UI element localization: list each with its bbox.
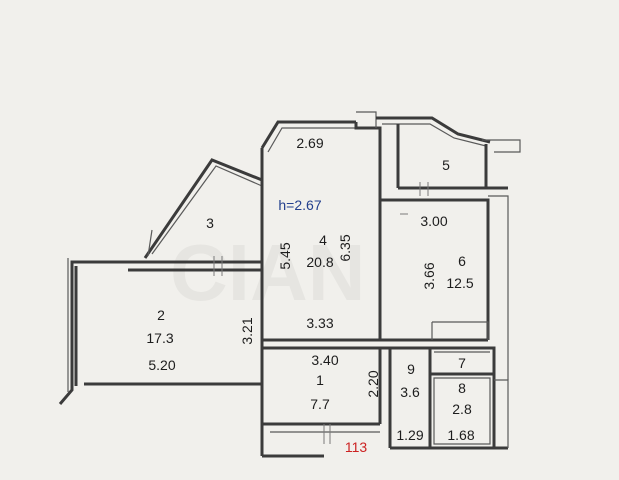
room-1-area: 7.7 [310, 396, 330, 412]
room-1-number: 1 [316, 372, 324, 388]
dim-room4-right: 6.35 [337, 234, 353, 261]
apartment-number: 113 [345, 439, 368, 455]
room-4-number: 4 [319, 232, 327, 248]
room-3-number: 3 [206, 215, 214, 231]
room-4-walls [260, 111, 390, 456]
room-6-number: 6 [458, 253, 466, 269]
dim-room2-bottom: 5.20 [148, 357, 175, 373]
room-3-walls [143, 158, 263, 259]
room-6-area: 12.5 [446, 275, 473, 291]
ceiling-height: h=2.67 [278, 197, 321, 213]
room-8-number: 8 [458, 380, 466, 396]
dim-room4-bottom: 3.33 [306, 315, 333, 331]
dim-room6-left: 3.66 [421, 262, 437, 289]
dim-room6-top: 3.00 [420, 213, 447, 229]
room-6-walls [380, 195, 509, 380]
bathroom-walls [388, 346, 509, 450]
room-9-number: 9 [407, 361, 415, 377]
dim-room1-right: 2.20 [365, 370, 381, 397]
room-1-walls [262, 348, 382, 458]
dim-room8-bottom: 1.68 [447, 427, 474, 443]
dim-room1-top: 3.40 [311, 352, 338, 368]
dim-room9-bottom: 1.29 [396, 427, 423, 443]
room-9-area: 3.6 [400, 384, 420, 400]
room-5-number: 5 [442, 157, 450, 173]
watermark: CIAN [170, 228, 366, 317]
room-7-number: 7 [458, 355, 466, 371]
room-2-number: 2 [157, 307, 165, 323]
room-2-walls [58, 256, 262, 405]
room-4-area: 20.8 [306, 254, 333, 270]
dim-top-room4: 2.69 [296, 135, 323, 151]
room-2-area: 17.3 [146, 330, 173, 346]
room-5-walls [376, 116, 521, 196]
dim-room2-right: 3.21 [239, 317, 255, 344]
dim-room4-left: 5.45 [277, 242, 293, 269]
room-8-area: 2.8 [452, 401, 472, 417]
